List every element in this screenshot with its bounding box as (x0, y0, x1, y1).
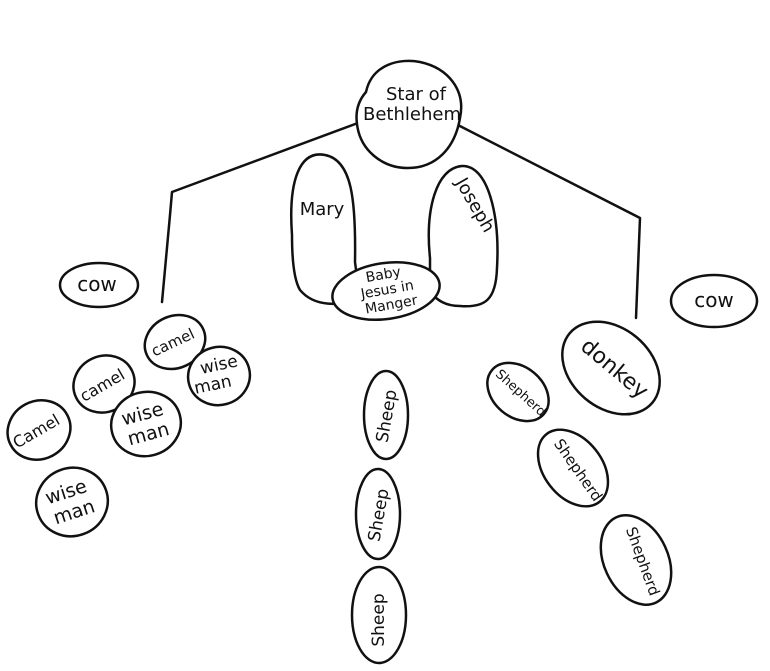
wise-man-1-shape (109, 390, 183, 458)
camel-1-shape (6, 399, 72, 461)
star-label-line2: Bethlehem (363, 104, 461, 125)
shepherd-3-shape (599, 514, 673, 606)
sheep-2-shape (354, 467, 402, 561)
mary-label: Mary (300, 199, 345, 220)
cow-left-shape (58, 261, 140, 309)
cow-right-label: cow (694, 288, 734, 312)
right-branch-line (450, 120, 642, 320)
baby-jesus-shape (331, 261, 441, 321)
shepherd-1-shape (486, 361, 550, 423)
camel-3-shape (143, 313, 207, 371)
baby-label-line1: Baby (365, 264, 403, 286)
mary-shape (290, 153, 362, 306)
wise-man-2-shape (186, 345, 252, 407)
wise-man-3-shape (34, 466, 110, 538)
cow-left-label: cow (77, 272, 117, 296)
donkey-shape (561, 320, 661, 416)
sheep-3-shape (350, 565, 408, 665)
cow-right-shape (669, 273, 759, 329)
joseph-shape (427, 164, 499, 308)
shepherd-2-shape (536, 428, 610, 508)
star-shape (355, 59, 463, 170)
sheep-1-shape (362, 369, 410, 461)
sheep-3-label: Sheep (369, 593, 389, 646)
star-label-line1: Star of (386, 84, 447, 105)
left-branch-line (160, 118, 368, 304)
